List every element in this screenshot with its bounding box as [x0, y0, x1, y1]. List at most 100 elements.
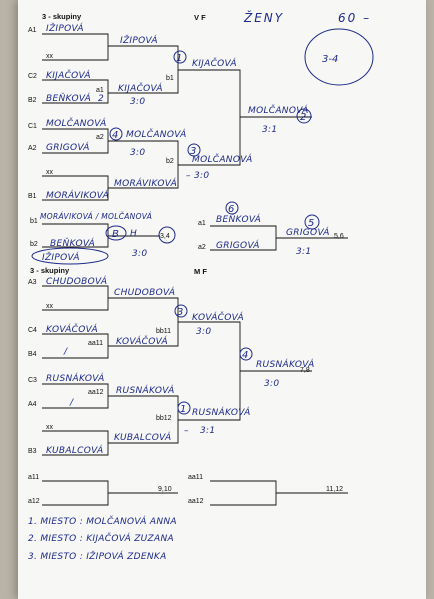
rank-circle — [109, 127, 123, 141]
seed-label: B4 — [28, 351, 37, 358]
note-mark: H — [130, 229, 137, 239]
rank-number: 3 — [177, 307, 183, 318]
match-score: 3:0 — [196, 327, 211, 337]
rank-circle — [187, 143, 201, 157]
player-name: RUSNÁKOVÁ — [46, 372, 105, 384]
rank-circle — [239, 347, 253, 361]
dash-mark: – — [186, 171, 191, 181]
rank-circle — [173, 50, 187, 64]
match-line — [42, 33, 109, 61]
player-name: BEŇKOVÁ — [50, 237, 95, 249]
player-name: MOLČANOVÁ — [126, 128, 187, 140]
match-line — [42, 79, 109, 104]
rank-number: 5 — [308, 218, 314, 229]
match-line — [42, 480, 109, 506]
dash-mark: – — [184, 426, 189, 436]
match-line — [108, 140, 179, 189]
places-text: 9,10 — [158, 486, 172, 493]
player-name: CHUDOBOVÁ — [46, 275, 107, 287]
match-line — [108, 395, 179, 444]
player-name: IŽIPOVÁ — [42, 251, 80, 263]
player-name: MORÁVIKOVÁ — [46, 189, 109, 201]
player-name: KIJAČOVÁ — [192, 57, 237, 69]
player-name: RUSNÁKOVÁ — [192, 406, 251, 418]
seed-label: A2 — [28, 145, 37, 152]
circled-places-text: 3-4 — [322, 54, 338, 65]
result-line: 2. MIESTO : KIJAČOVÁ ZUZANA — [28, 532, 174, 544]
rank-number: 6 — [228, 204, 234, 215]
rank-number: 2 — [300, 112, 306, 123]
player-name: MORÁVIKOVÁ / MOLČANOVÁ — [40, 212, 152, 221]
group-title-mid: 3 - skupiny — [30, 266, 70, 275]
rank-number: 1 — [176, 53, 182, 64]
player-name: KUBALCOVÁ — [114, 431, 171, 443]
match-line — [42, 383, 109, 409]
places-text: 7,8 — [300, 367, 310, 374]
result-line: 3. MIESTO : IŽIPOVÁ ZDENKA — [28, 550, 167, 562]
vf-label: V F — [194, 13, 206, 22]
age-label: 60 – — [338, 11, 371, 25]
rank-number: 3 — [190, 146, 196, 157]
bye-marker: xx — [46, 169, 54, 176]
match-code: a1 — [96, 87, 104, 94]
category-label: ŽENY — [243, 10, 284, 25]
result-line: 1. MIESTO : MOLČANOVÁ ANNA — [28, 515, 177, 527]
seed-label: C1 — [28, 123, 37, 130]
player-name: MOLČANOVÁ — [46, 117, 107, 129]
player-name: RUSNÁKOVÁ — [116, 384, 175, 396]
seed-label: C4 — [28, 327, 37, 334]
places-text: 3,4 — [160, 233, 170, 240]
seed-label: C2 — [28, 73, 37, 80]
match-score: 3:0 — [132, 249, 147, 259]
seed-label: B3 — [28, 448, 37, 455]
score-sheet — [18, 0, 426, 599]
slot-label: b2 — [30, 241, 38, 248]
rank-circle — [304, 214, 320, 230]
match-score: 3:1 — [296, 247, 311, 257]
match-score: 3:0 — [130, 148, 145, 158]
player-name: BEŇKOVÁ — [216, 213, 261, 225]
match-score: 2 — [98, 94, 104, 104]
player-name: KUBALCOVÁ — [46, 444, 103, 456]
slot-label: b1 — [30, 218, 38, 225]
rank-circle — [177, 401, 191, 415]
bye-marker: xx — [46, 53, 54, 60]
places-circle — [304, 28, 374, 86]
player-name: GRIGOVÁ — [216, 239, 260, 251]
places-text: 11,12 — [326, 486, 343, 493]
circled-letter: B — [112, 229, 119, 240]
name-circle — [31, 247, 109, 265]
match-line — [42, 223, 109, 248]
match-score: 3:0 — [194, 171, 209, 181]
match-score: 3:0 — [130, 97, 145, 107]
rank-circle — [174, 304, 188, 318]
rank-number: 1 — [180, 404, 186, 415]
slot-label: a1 — [198, 220, 206, 227]
mf-label: M F — [194, 267, 207, 276]
slot-label: a12 — [28, 498, 40, 505]
places-circle — [158, 226, 176, 244]
match-line — [178, 69, 241, 166]
slot-label: aa11 — [188, 474, 203, 481]
seed-label: B2 — [28, 97, 37, 104]
player-name: IŽIPOVÁ — [46, 22, 84, 34]
empty-slot: / — [63, 347, 68, 357]
places-text: 5,6 — [334, 233, 344, 240]
player-name: MOLČANOVÁ — [192, 153, 253, 165]
match-code: b1 — [166, 75, 174, 82]
match-line — [108, 45, 179, 94]
player-name: KOVÁČOVÁ — [192, 311, 244, 323]
seed-label: A1 — [28, 27, 37, 34]
player-name: CHUDOBOVÁ — [114, 286, 175, 298]
empty-slot: / — [69, 398, 74, 408]
rank-number: 4 — [242, 350, 248, 361]
finalist-name: RUSNÁKOVÁ — [256, 358, 315, 370]
slot-label: aa12 — [188, 498, 204, 505]
rank-number: 4 — [112, 130, 118, 141]
match-code: a2 — [96, 134, 104, 141]
match-code: aa12 — [88, 389, 104, 396]
match-code: aa11 — [88, 340, 103, 347]
player-name: KOVÁČOVÁ — [116, 335, 168, 347]
match-code: bb11 — [156, 328, 171, 335]
